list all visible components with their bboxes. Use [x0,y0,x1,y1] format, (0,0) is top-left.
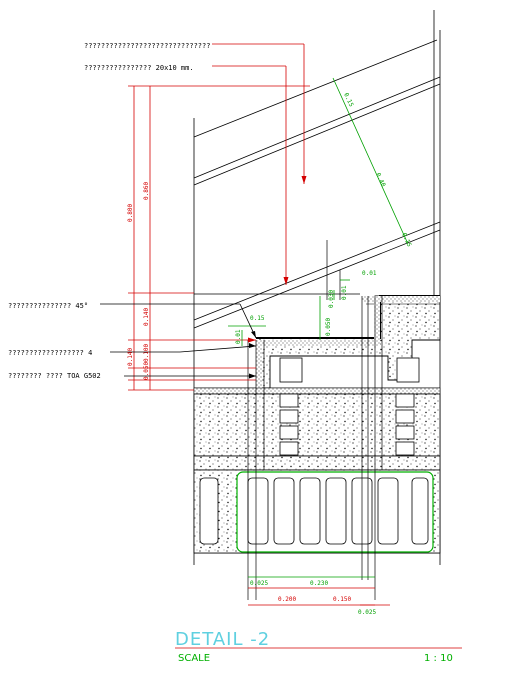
paint-note: ???????? ???? TOA G502 [8,372,101,380]
dim-0-800: 0.800 [127,204,134,222]
bottom-dim-0-025-a: 0.025 [250,580,268,587]
dim-g-0-01-a: 0.01 [235,329,242,344]
dim-0-860: 0.860 [143,182,150,200]
nosing-note: ??????????????? 45° [8,302,88,310]
stair-dim-0-40: 0.40 [374,172,387,188]
dim-0-100: 0.100 [143,344,150,362]
reference-lines [247,240,383,600]
red-arrowheads [248,176,307,343]
dim-0-050: 0.050 [143,362,150,380]
dim-0-140-a: 0.140 [143,308,150,326]
leader-arrowheads [249,331,256,379]
green-dimension-lines [228,77,409,578]
red-dimension-lines [128,43,462,649]
bottom-dim-0-230: 0.230 [310,580,328,587]
stair-dim-0-15-a: 0.15 [250,315,265,322]
top-note: ?????????????????????????????? [84,42,210,50]
scale-label: SCALE [178,653,210,664]
dim-g-0-01-b: 0.01 [341,285,348,300]
bottom-dim-0-150: 0.150 [333,596,351,603]
hollow-block-wall [193,455,441,554]
stair-dim-0-15-c: 0.15 [400,232,413,248]
dim-0-140-b: 0.140 [127,348,134,366]
layer-note: ?????????????????? 4 [8,349,92,357]
detail-title: DETAIL -2 [175,629,270,650]
stair-dim-0-15-b: 0.15 [342,92,355,108]
step-body [256,295,441,389]
leader-lines [100,303,257,377]
dim-g-0-030: 0.030 [328,290,335,308]
dim-g-0-01-c: 0.01 [362,270,377,277]
bottom-dim-0-025-b: 0.025 [358,609,376,616]
handrail-note: ???????????????? 20x10 mm. [84,64,194,72]
mortar-bed [193,387,441,395]
brick-piers [279,357,420,456]
scale-value: 1 : 10 [424,653,453,664]
dim-g-0-050: 0.050 [325,318,332,336]
bottom-dim-0-200: 0.200 [278,596,296,603]
